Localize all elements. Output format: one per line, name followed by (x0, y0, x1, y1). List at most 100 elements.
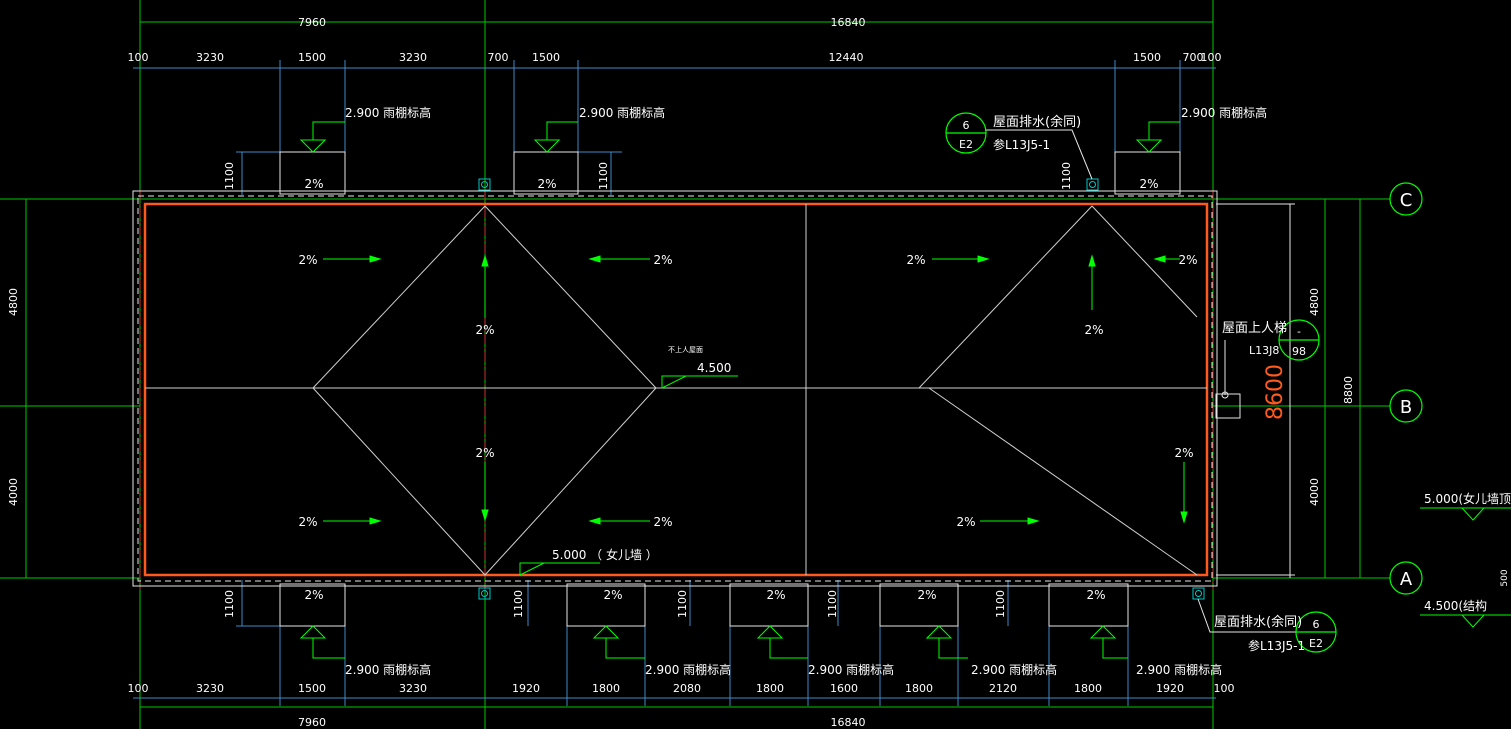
canopy-elev-top-3: 2.900 雨棚标高 (1181, 105, 1267, 120)
axis-bubbles (1389, 182, 1423, 595)
dim-bottom-total-left: 7960 (298, 716, 326, 729)
roof-slope-7: 2% (475, 446, 494, 460)
height-mark-8600: 8600 (1263, 364, 1288, 420)
dim-bottom-seg-11: 1800 (1074, 682, 1102, 695)
canopy-elev-bottom-4: 2.900 雨棚标高 (971, 662, 1057, 677)
ladder-title: 屋面上人梯 (1222, 321, 1287, 336)
canopy-dim-7: 1100 (826, 590, 839, 618)
axis-bubble-b (1389, 389, 1423, 423)
canopy-slope-top-2: 2% (537, 177, 556, 191)
drain-top-circle-top: 6 (963, 119, 970, 132)
roof-slope-11: 2% (956, 515, 975, 529)
dim-bottom-seg-7: 1800 (756, 682, 784, 695)
dim-bottom-seg-8: 1600 (830, 682, 858, 695)
dim-top-total-left: 7960 (298, 16, 326, 29)
dim-bottom-seg-9: 1800 (905, 682, 933, 695)
drain-points (478, 178, 1205, 600)
axis-lines (0, 0, 1390, 729)
canopy-slope-bottom-1: 2% (304, 588, 323, 602)
canopy-elev-bottom-5: 2.900 雨棚标高 (1136, 662, 1222, 677)
detail-bubbles (945, 112, 1337, 653)
dim-top-seg-9: 100 (1201, 51, 1222, 64)
roof-slope-9: 2% (298, 515, 317, 529)
ladder-circle-bottom: 98 (1292, 345, 1306, 358)
dim-bottom-seg-12: 1920 (1156, 682, 1184, 695)
roof-note: 不上人屋面 (668, 345, 703, 354)
dim-top-seg-3: 3230 (399, 51, 427, 64)
roof-slope-10: 2% (653, 515, 672, 529)
canopy-slope-top-1: 2% (304, 177, 323, 191)
dim-top-seg-4: 700 (488, 51, 509, 64)
canopy-elev-bottom-3: 2.900 雨棚标高 (808, 662, 894, 677)
dim-bottom-seg-10: 2120 (989, 682, 1017, 695)
drain-bottom-circle-top: 6 (1313, 618, 1320, 631)
canopy-slope-bottom-5: 2% (1086, 588, 1105, 602)
dim-top-seg-2: 1500 (298, 51, 326, 64)
canopy-markers (299, 121, 1511, 659)
dim-bottom-seg-5: 1800 (592, 682, 620, 695)
dim-top-seg-7: 1500 (1133, 51, 1161, 64)
roof-slope-2: 2% (653, 253, 672, 267)
roof-elevation: 4.500 (697, 361, 731, 375)
roof-slope-3: 2% (906, 253, 925, 267)
dim-right-side-small: 500 (1500, 569, 1510, 586)
axis-bubble-a (1389, 561, 1423, 595)
dim-right-lower: 4000 (1308, 478, 1321, 506)
axis-label-c: C (1400, 190, 1413, 211)
dim-top-seg-8: 700 (1183, 51, 1204, 64)
structure-annotation: 4.500(结构 (1424, 598, 1487, 613)
canopy-dim-5: 1100 (512, 590, 525, 618)
canopy-dim-8: 1100 (994, 590, 1007, 618)
axis-label-b: B (1400, 397, 1412, 418)
canopy-slope-bottom-2: 2% (603, 588, 622, 602)
roof-slope-1: 2% (298, 253, 317, 267)
canopy-elev-top-2: 2.900 雨棚标高 (579, 105, 665, 120)
drain-top-title: 屋面排水(余同) (993, 114, 1081, 130)
drain-bottom-ref: 参L13J5-1 (1248, 638, 1305, 653)
drain-bottom-title: 屋面排水(余同) (1214, 614, 1302, 630)
drain-bottom-circle-bottom: E2 (1309, 637, 1323, 650)
drain-top-ref: 参L13J5-1 (993, 137, 1050, 152)
dim-left-lower: 4000 (7, 478, 20, 506)
slope-arrows (323, 254, 1188, 525)
dim-top-seg-5: 1500 (532, 51, 560, 64)
canopy-slope-bottom-3: 2% (766, 588, 785, 602)
ridge-lines (145, 204, 1207, 576)
roof-slope-4: 2% (1178, 253, 1197, 267)
dim-bottom-seg-2: 1500 (298, 682, 326, 695)
canopy-dim-4: 1100 (223, 590, 236, 618)
canopy-dim-2: 1100 (597, 162, 610, 190)
canopy-elev-bottom-1: 2.900 雨棚标高 (345, 662, 431, 677)
center-axes (139, 190, 1214, 590)
roof-outline (132, 190, 1218, 587)
dim-bottom-total-right: 16840 (831, 716, 866, 729)
drain-top-circle-bottom: E2 (959, 138, 973, 151)
dim-right-upper: 4800 (1308, 288, 1321, 316)
axis-label-a: A (1400, 569, 1413, 590)
dim-left-upper: 4800 (7, 288, 20, 316)
canopy-slope-bottom-4: 2% (917, 588, 936, 602)
canopy-dim-6: 1100 (676, 590, 689, 618)
dim-bottom-seg-1: 3230 (196, 682, 224, 695)
dim-top-seg-0: 100 (128, 51, 149, 64)
canopy-elev-bottom-2: 2.900 雨棚标高 (645, 662, 731, 677)
ladder-circle-top: - (1297, 325, 1301, 338)
axis-bubble-c (1389, 182, 1423, 216)
roof-slope-8: 2% (1174, 446, 1193, 460)
canopy-rects (279, 151, 1241, 627)
parapet-top-annotation: 5.000(女儿墙顶 (1424, 491, 1511, 506)
roof-slope-6: 2% (1084, 323, 1103, 337)
canopy-dim-3: 1100 (1060, 162, 1073, 190)
leader-lines (985, 129, 1300, 633)
dim-bottom-seg-6: 2080 (673, 682, 701, 695)
dim-bottom-seg-3: 3230 (399, 682, 427, 695)
dim-bottom-seg-4: 1920 (512, 682, 540, 695)
parapet-label: 5.000 （ 女儿墙 ） (552, 547, 658, 562)
canopy-elev-top-1: 2.900 雨棚标高 (345, 105, 431, 120)
roof-slope-5: 2% (475, 323, 494, 337)
dim-bottom-seg-0: 100 (128, 682, 149, 695)
canopy-dim-1: 1100 (223, 162, 236, 190)
canopy-slope-top-3: 2% (1139, 177, 1158, 191)
dim-right-total: 8800 (1342, 376, 1355, 404)
